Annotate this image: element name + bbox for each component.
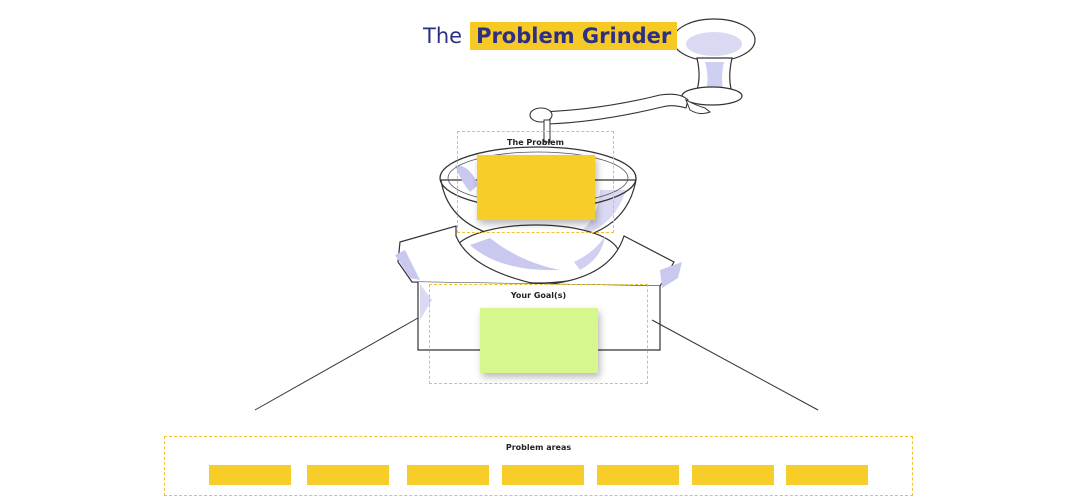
base-plate-shade-right <box>660 262 682 288</box>
title-highlight: Problem Grinder <box>470 22 678 50</box>
frame-label-problem-areas: Problem areas <box>505 443 572 452</box>
body-cup-shade <box>470 238 560 271</box>
handle-knob-shade <box>686 32 742 56</box>
base-plate-shade <box>395 250 420 280</box>
board-title: The Problem Grinder <box>423 22 678 50</box>
hopper-bowl-shade-left <box>455 165 478 192</box>
sticky-note-area-1[interactable] <box>209 465 291 485</box>
sticky-note-area-4[interactable] <box>502 465 584 485</box>
crank-arm <box>538 93 689 125</box>
sticky-note-area-3[interactable] <box>407 465 489 485</box>
frame-your-goals[interactable]: Your Goal(s) <box>429 284 648 384</box>
sticky-note-problem[interactable] <box>477 155 595 220</box>
sticky-note-goal[interactable] <box>480 308 598 373</box>
crank-arm-joint <box>685 98 711 115</box>
grinder-illustration <box>254 18 819 411</box>
right-funnel-line <box>651 319 819 411</box>
box-body-shade <box>420 284 432 320</box>
hopper-bowl-shade <box>570 190 626 238</box>
sticky-note-area-5[interactable] <box>597 465 679 485</box>
frame-label-your-goals: Your Goal(s) <box>510 291 567 300</box>
title-prefix: The <box>423 24 463 48</box>
body-cup-shade-right <box>574 236 605 270</box>
left-funnel-line <box>254 317 419 411</box>
sticky-note-area-6[interactable] <box>692 465 774 485</box>
frame-label-the-problem: The Problem <box>507 138 564 147</box>
frame-the-problem[interactable]: The Problem <box>457 131 614 233</box>
handle-knob-stem-shade <box>705 62 724 92</box>
sticky-note-area-7[interactable] <box>786 465 868 485</box>
crank-pivot <box>529 107 553 123</box>
sticky-note-area-2[interactable] <box>307 465 389 485</box>
